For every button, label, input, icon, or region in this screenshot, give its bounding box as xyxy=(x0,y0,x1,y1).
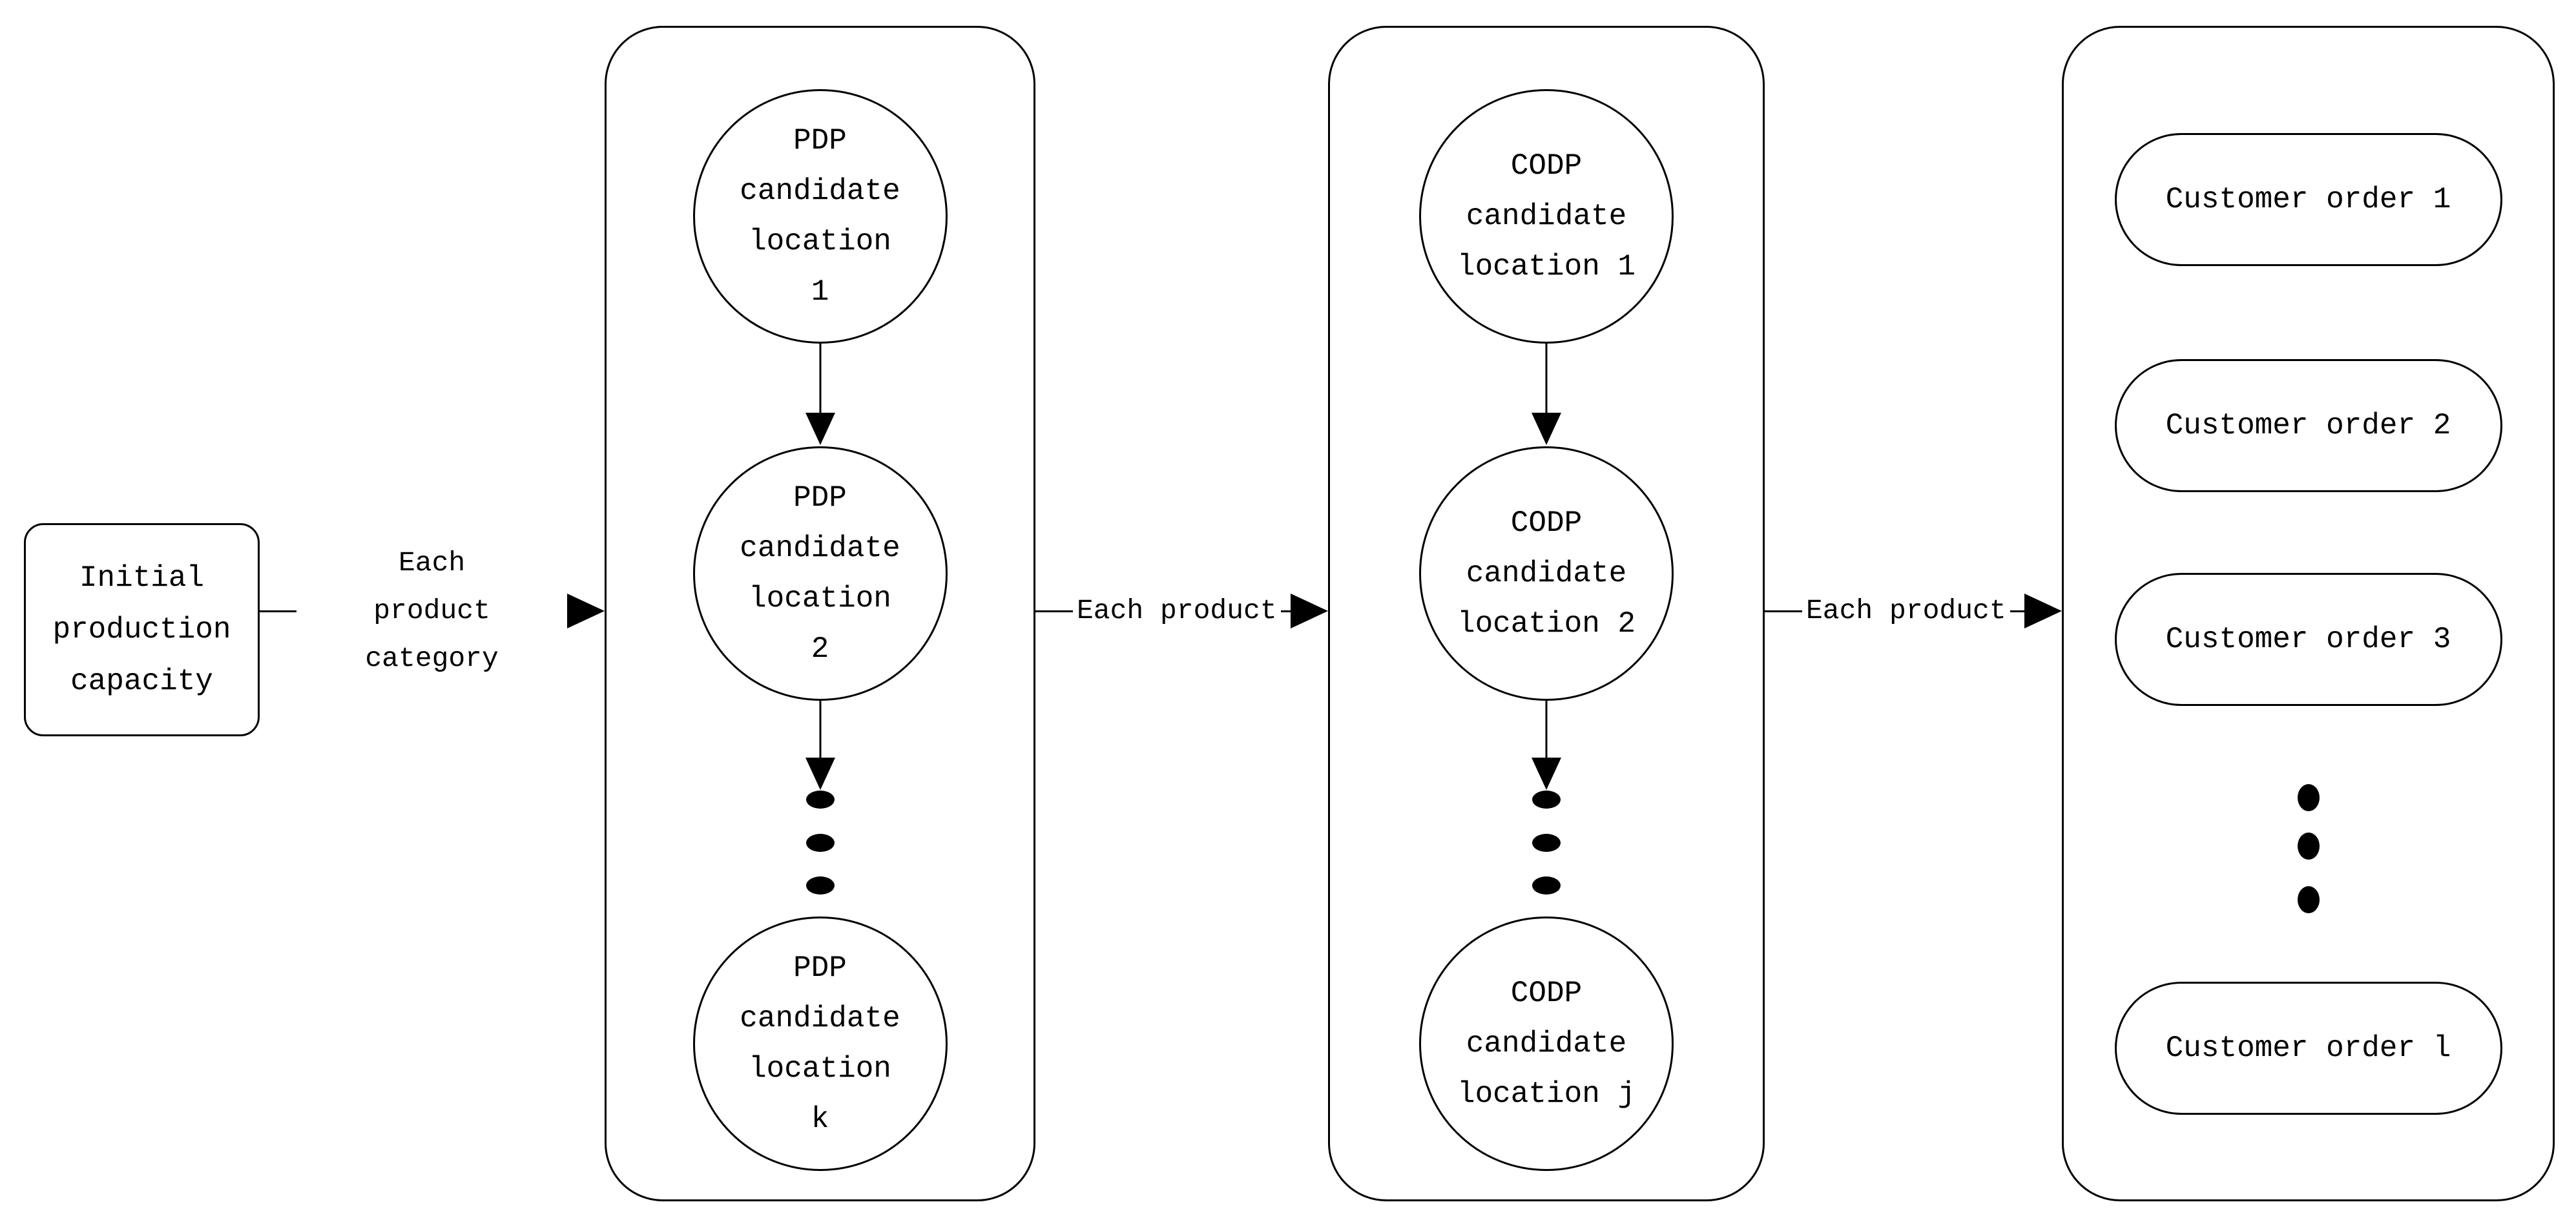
connector-line-segment xyxy=(1280,610,1291,612)
customer-orders-container: Customer order 1 Customer order 2 Custom… xyxy=(2062,26,2555,1201)
pdp-node-1-label: PDP candidate location 1 xyxy=(740,124,900,309)
codp-candidate-locations-container: CODP candidate location 1 CODP candidate… xyxy=(1328,26,1765,1201)
pdp-node-k-label: PDP candidate location k xyxy=(740,951,900,1136)
customer-order-l: Customer order l xyxy=(2114,982,2502,1115)
ellipsis-dot xyxy=(805,834,835,852)
initial-production-capacity-box: Initial production capacity xyxy=(24,523,260,736)
pdp-node-2-label: PDP candidate location 2 xyxy=(740,481,900,666)
ellipsis-dot xyxy=(2297,833,2320,860)
ellipsis-dot xyxy=(2297,784,2320,811)
customer-order-1-label: Customer order 1 xyxy=(2165,183,2451,216)
codp-node-j-label: CODP candidate location j xyxy=(1457,977,1636,1111)
initial-production-capacity-label: Initial production capacity xyxy=(52,561,231,698)
customer-order-3: Customer order 3 xyxy=(2114,573,2502,706)
arrowhead-right-icon xyxy=(1291,594,1328,628)
customer-order-1: Customer order 1 xyxy=(2114,133,2502,266)
connector-each-product-2: Each product xyxy=(1765,579,2062,643)
codp-node-2-label: CODP candidate location 2 xyxy=(1457,506,1636,641)
connector-line-segment xyxy=(1765,610,1802,612)
connector-each-product-1-label: Each product xyxy=(1077,595,1277,627)
arrow-line xyxy=(819,701,821,758)
codp-node-2: CODP candidate location 2 xyxy=(1419,446,1674,701)
connector-line-segment xyxy=(1035,610,1073,612)
arrowhead-down-icon xyxy=(805,413,835,445)
customer-order-3-label: Customer order 3 xyxy=(2165,623,2451,656)
arrowhead-down-icon xyxy=(1532,413,1561,445)
customer-order-l-label: Customer order l xyxy=(2165,1031,2451,1065)
pdp-node-1: PDP candidate location 1 xyxy=(692,89,948,344)
arrowhead-down-icon xyxy=(805,758,835,790)
customer-order-2: Customer order 2 xyxy=(2114,359,2502,492)
pdp-candidate-locations-container: PDP candidate location 1 PDP candidate l… xyxy=(605,26,1035,1201)
customer-order-2-label: Customer order 2 xyxy=(2165,409,2451,442)
ellipsis-dot xyxy=(1532,834,1561,852)
connector-each-product-1: Each product xyxy=(1035,579,1328,643)
arrow-line xyxy=(1545,344,1548,413)
arrowhead-down-icon xyxy=(1532,758,1561,790)
ellipsis-dot xyxy=(1532,791,1561,809)
connector-each-product-category: Each product category xyxy=(260,546,605,676)
ellipsis-dot xyxy=(2297,886,2320,913)
arrow-line xyxy=(1545,701,1548,758)
codp-node-1-label: CODP candidate location 1 xyxy=(1457,149,1636,284)
ellipsis-dot xyxy=(1532,876,1561,895)
ellipsis-dot xyxy=(805,876,835,895)
ellipsis-dot xyxy=(805,791,835,809)
connector-line-segment xyxy=(260,610,297,612)
arrowhead-right-icon xyxy=(567,594,605,628)
pdp-node-k: PDP candidate location k xyxy=(692,916,948,1171)
arrow-line xyxy=(819,344,821,413)
codp-node-j: CODP candidate location j xyxy=(1419,916,1674,1171)
codp-node-1: CODP candidate location 1 xyxy=(1419,89,1674,344)
connector-each-product-2-label: Each product xyxy=(1806,595,2006,627)
connector-line-segment xyxy=(2010,610,2024,612)
pdp-node-2: PDP candidate location 2 xyxy=(692,446,948,701)
arrowhead-right-icon xyxy=(2024,594,2062,628)
connector-each-product-category-label: Each product category xyxy=(365,547,499,674)
